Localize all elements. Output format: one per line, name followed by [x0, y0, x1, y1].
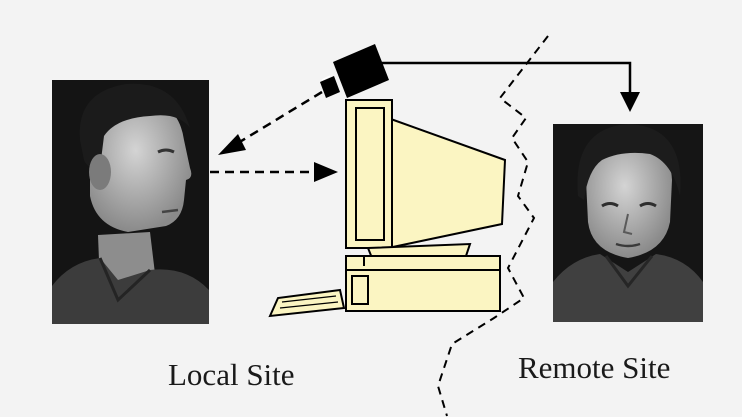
local-person-photo: [52, 80, 209, 324]
local-site-label: Local Site: [168, 357, 295, 392]
remote-person-photo: [553, 124, 703, 322]
camera-view-arrow: [218, 90, 323, 155]
site-boundary-line: [436, 35, 549, 417]
user-to-monitor-arrow: [210, 162, 338, 182]
computer-icon: [268, 99, 507, 318]
camera-icon: [320, 44, 389, 98]
remote-site-label: Remote Site: [518, 350, 671, 385]
camera-to-remote-arrow: [380, 61, 640, 112]
